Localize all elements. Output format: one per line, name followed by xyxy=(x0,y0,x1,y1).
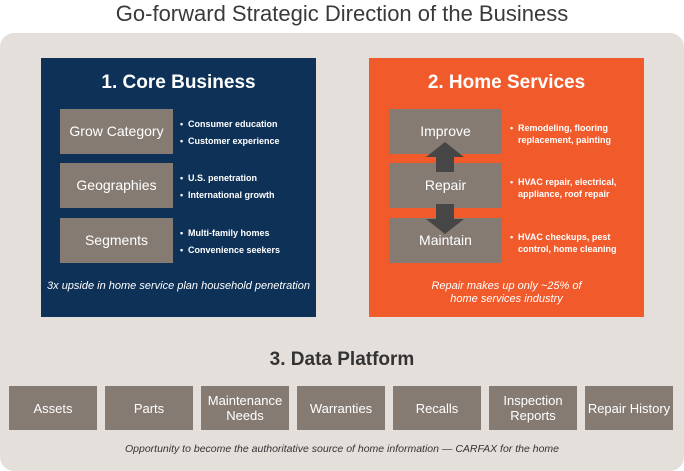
platform-item-repair-history: Repair History xyxy=(585,386,673,430)
data-platform-footer: Opportunity to become the authoritative … xyxy=(124,443,560,455)
bullet: Customer experience xyxy=(180,133,280,150)
bullet-list: Multi-family homesConvenience seekers xyxy=(180,225,280,259)
arrow-up-icon xyxy=(426,142,464,172)
bullet: Consumer education xyxy=(180,116,280,133)
platform-item-recalls: Recalls xyxy=(393,386,481,430)
home-services-card: 2. Home Services Improve Remodeling, flo… xyxy=(369,58,644,317)
data-platform-heading: 3. Data Platform xyxy=(269,349,415,370)
core-business-heading: 1. Core Business xyxy=(101,72,256,93)
grow-category-box: Grow Category xyxy=(60,109,173,154)
arrow-down-icon xyxy=(426,204,464,234)
bullet-list: Consumer educationCustomer experience xyxy=(180,116,280,150)
home-services-heading: 2. Home Services xyxy=(427,72,586,93)
segments-box: Segments xyxy=(60,218,173,263)
bullet-continuation: replacement, painting xyxy=(518,135,612,145)
bullet-list: U.S. penetrationInternational growth xyxy=(180,170,275,204)
page-title: Go-forward Strategic Direction of the Bu… xyxy=(115,1,569,26)
geographies-box: Geographies xyxy=(60,163,173,208)
platform-item-inspection-reports: Inspection Reports xyxy=(489,386,577,430)
bullet: Multi-family homes xyxy=(180,225,280,242)
bullet: U.S. penetration xyxy=(180,170,275,187)
bullet: Remodeling, flooring xyxy=(510,122,611,134)
bullet: International growth xyxy=(180,187,275,204)
home-note: Repair makes up only ~25% of home servic… xyxy=(431,280,582,305)
bullet-continuation: control, home cleaning xyxy=(518,244,617,254)
core-business-card: 1. Core Business Grow Category Consumer … xyxy=(41,58,316,317)
bullet: HVAC repair, electrical, xyxy=(510,176,616,188)
platform-item-warranties: Warranties xyxy=(297,386,385,430)
improve-box: Improve xyxy=(389,109,502,154)
platform-item-parts: Parts xyxy=(105,386,193,430)
platform-item-assets: Assets xyxy=(9,386,97,430)
platform-item-maintenance-needs: Maintenance Needs xyxy=(201,386,289,430)
core-note: 3x upside in home service plan household… xyxy=(47,280,310,292)
bullet: HVAC checkups, pest xyxy=(510,231,617,243)
bullet: Convenience seekers xyxy=(180,242,280,259)
bullet-continuation: appliance, roof repair xyxy=(518,189,610,199)
bullet-list: HVAC repair, electrical,appliance, roof … xyxy=(510,176,616,200)
